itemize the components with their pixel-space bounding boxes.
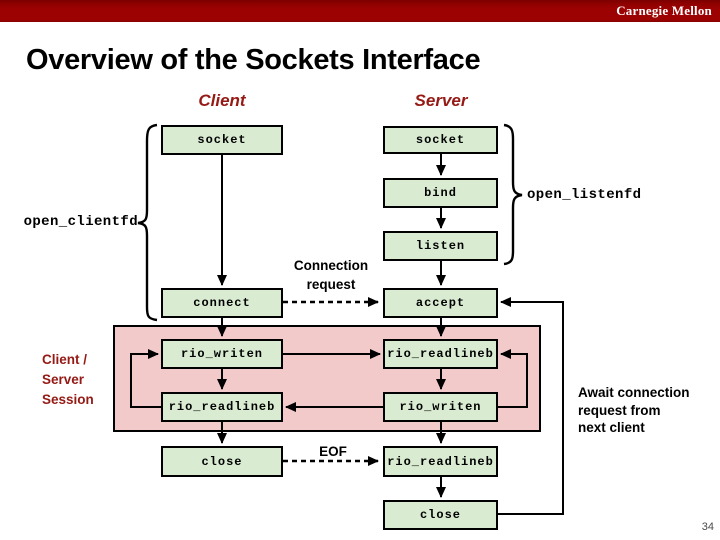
box-client-rio-readlineb: rio_readlineb <box>161 392 283 422</box>
box-server-listen: listen <box>383 231 498 261</box>
box-server-rio-readlineb: rio_readlineb <box>383 339 498 369</box>
box-server-bind: bind <box>383 178 498 208</box>
brand-text: Carnegie Mellon <box>616 3 712 18</box>
page-number: 34 <box>701 521 714 533</box>
box-server-accept: accept <box>383 288 498 318</box>
box-server-close: close <box>383 500 498 530</box>
open-clientfd-label: open_clientfd <box>23 214 138 230</box>
client-column-header: Client <box>198 91 246 110</box>
eof-label: EOF <box>319 444 347 459</box>
box-server-rio-readlineb-2: rio_readlineb <box>383 446 498 477</box>
client-session-loop <box>130 349 161 408</box>
server-session-loop <box>498 349 528 408</box>
box-server-socket: socket <box>383 126 498 154</box>
box-client-connect: connect <box>161 288 283 318</box>
session-label: Client / Server Session <box>42 352 94 407</box>
box-client-socket: socket <box>161 125 283 155</box>
server-column-header: Server <box>414 91 468 110</box>
box-client-close: close <box>161 446 283 477</box>
open-listenfd-brace <box>503 123 523 266</box>
await-next-client-loop <box>498 297 564 515</box>
box-client-rio-writen: rio_writen <box>161 339 283 369</box>
open-listenfd-label: open_listenfd <box>527 187 642 203</box>
page-title: Overview of the Sockets Interface <box>26 44 481 76</box>
open-clientfd-brace <box>137 123 158 322</box>
await-connection-label: Await connection request from next clien… <box>578 385 690 435</box>
brand-bar: Carnegie Mellon <box>0 0 720 22</box>
connection-request-label: Connection request <box>293 258 369 292</box>
box-server-rio-writen: rio_writen <box>383 392 498 422</box>
